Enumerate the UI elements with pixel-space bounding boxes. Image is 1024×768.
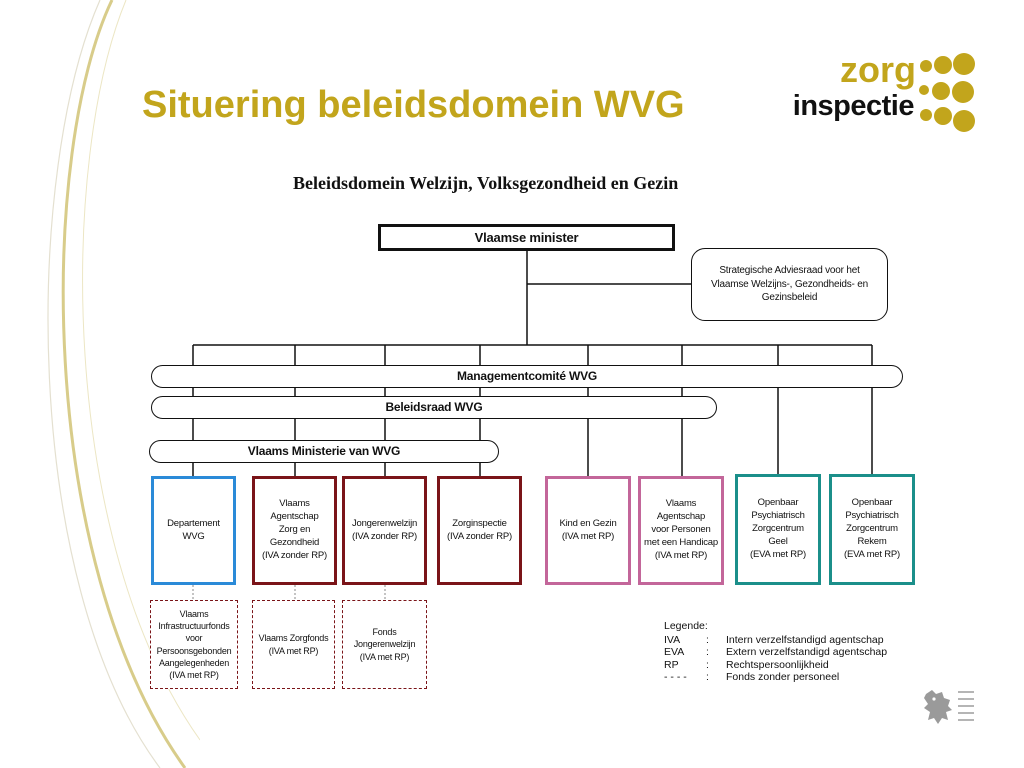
org-chart-title: Beleidsdomein Welzijn, Volksgezondheid e… (293, 173, 679, 193)
beleidsraad-bar: Beleidsraad WVG (151, 396, 717, 419)
legend-abbr: EVA (664, 646, 685, 658)
vlaamse-minister-box: Vlaamse minister (378, 224, 675, 251)
zorgfonds-box: Vlaams Zorgfonds (IVA met RP) (252, 600, 335, 689)
legend-desc: Rechtspersoonlijkheid (726, 658, 829, 671)
slide-title: Situering beleidsdomein WVG (142, 84, 685, 126)
legend-row: - - - - : Fonds zonder personeel (664, 671, 887, 684)
departement-wvg-box: Departement WVG (151, 476, 236, 585)
dot-cluster-icon (919, 53, 975, 132)
legend-separator: : (706, 646, 709, 658)
vlaams-ministerie-bar: Vlaams Ministerie van WVG (149, 440, 499, 463)
legend-separator: : (706, 658, 709, 671)
flemish-lion-icon (924, 690, 974, 724)
legend-abbr: IVA (664, 633, 681, 646)
agentschap-personen-handicap-box: Vlaams Agentschap voor Personen met een … (638, 476, 724, 585)
opz-geel-box: Openbaar Psychiatrisch Zorgcentrum Geel … (735, 474, 821, 585)
legend-desc: Fonds zonder personeel (726, 671, 840, 683)
agentschap-zorg-gezondheid-box: Vlaams Agentschap Zorg en Gezondheid (IV… (252, 476, 337, 585)
zorginspectie-logo: zorg inspectie (768, 50, 978, 136)
managementcomite-bar: Managementcomité WVG (151, 365, 903, 388)
legend-desc: Extern verzelfstandigd agentschap (726, 646, 888, 658)
legend-row: IVA : Intern verzelfstandigd agentschap (664, 634, 887, 647)
jongerenwelzijn-box: Jongerenwelzijn (IVA zonder RP) (342, 476, 427, 585)
infrastructuurfonds-box: Vlaams Infrastructuurfonds voor Persoons… (150, 600, 238, 689)
legend-desc: Intern verzelfstandigd agentschap (726, 633, 884, 646)
legend-separator: : (706, 633, 709, 646)
logo-word-zorg: zorg (840, 49, 916, 90)
legend: Legende: IVA : Intern verzelfstandigd ag… (664, 620, 887, 684)
kind-en-gezin-box: Kind en Gezin (IVA met RP) (545, 476, 631, 585)
legend-title: Legende: (664, 620, 708, 632)
legend-abbr: - - - - (664, 671, 687, 683)
legend-separator: : (706, 671, 709, 683)
legend-row: EVA : Extern verzelfstandigd agentschap (664, 646, 887, 659)
logo-word-inspectie: inspectie (792, 90, 915, 122)
zorginspectie-box: Zorginspectie (IVA zonder RP) (437, 476, 522, 585)
legend-row: RP : Rechtspersoonlijkheid (664, 659, 887, 672)
legend-abbr: RP (664, 658, 679, 671)
decorative-curves (47, 0, 200, 768)
opz-rekem-box: Openbaar Psychiatrisch Zorgcentrum Rekem… (829, 474, 915, 585)
fonds-jongerenwelzijn-box: Fonds Jongerenwelzijn (IVA met RP) (342, 600, 427, 689)
strategische-adviesraad-box: Strategische Adviesraad voor het Vlaamse… (691, 248, 888, 321)
